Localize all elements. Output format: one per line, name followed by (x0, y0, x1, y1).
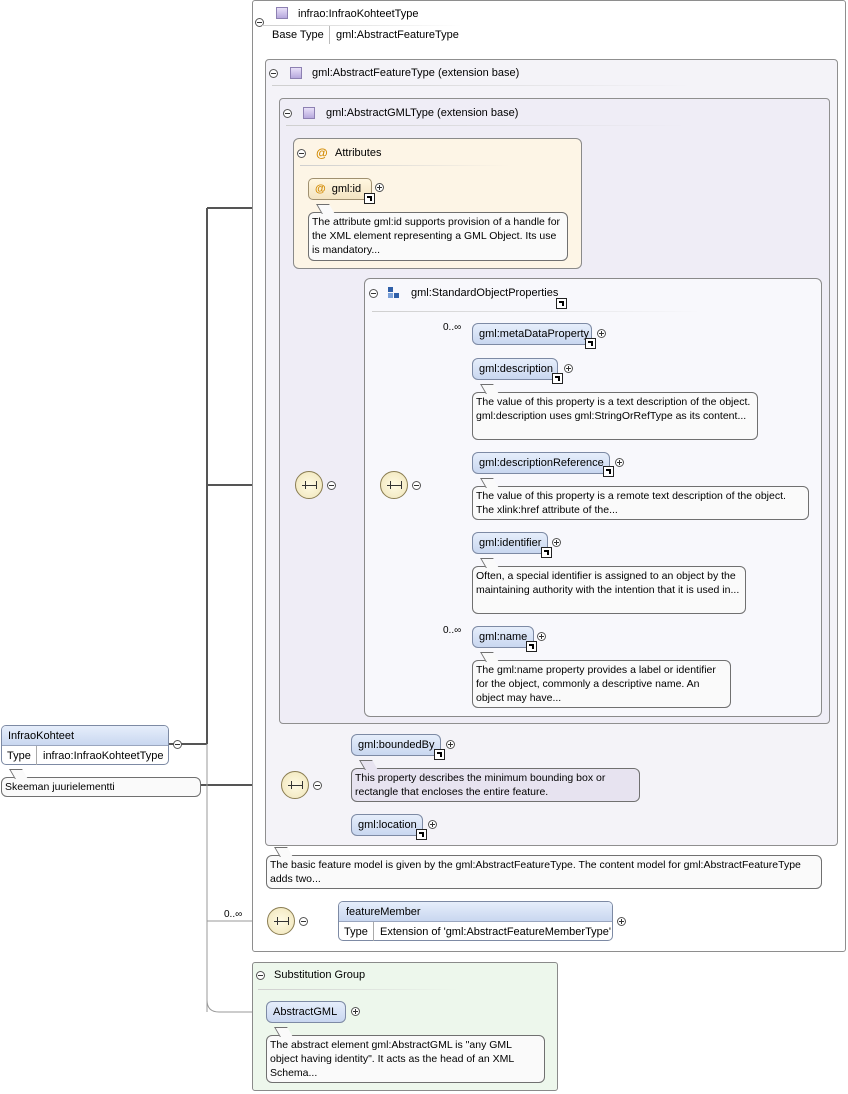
substitution-group-title: Substitution Group (274, 969, 366, 981)
root-element-name: InfraoKohteet (8, 730, 75, 742)
expand-icon[interactable] (617, 917, 626, 926)
attribute-at-icon: @ (316, 146, 328, 160)
abstract-feature-title: gml:AbstractFeatureType (extension base) (312, 67, 520, 79)
collapse-icon[interactable] (327, 481, 336, 490)
header-divider (372, 311, 702, 312)
collapse-icon[interactable] (297, 149, 306, 158)
expand-icon[interactable] (597, 329, 606, 338)
link-arrow-icon[interactable] (552, 373, 563, 384)
element-description[interactable]: gml:description (472, 358, 558, 380)
name-note: The gml:name property provides a label o… (472, 660, 731, 708)
expand-icon[interactable] (351, 1007, 360, 1016)
base-type-value: gml:AbstractFeatureType (336, 29, 459, 41)
divider (329, 26, 330, 44)
feature-member-type-value: Extension of 'gml:AbstractFeatureMemberT… (380, 926, 612, 938)
sequence-compositor-icon[interactable] (295, 471, 323, 499)
element-abstractgml[interactable]: AbstractGML (266, 1001, 346, 1023)
root-element-header (2, 726, 168, 746)
expand-icon[interactable] (375, 183, 384, 192)
link-arrow-icon[interactable] (364, 193, 375, 204)
collapse-icon[interactable] (299, 917, 308, 926)
boundedby-note: This property describes the minimum boun… (351, 768, 640, 802)
header-divider (286, 125, 686, 126)
gml-id-label: gml:id (331, 183, 362, 195)
feature-member-element[interactable]: featureMember Type Extension of 'gml:Abs… (338, 901, 613, 941)
element-identifier[interactable]: gml:identifier (472, 532, 548, 554)
element-boundedby[interactable]: gml:boundedBy (351, 734, 441, 756)
occurs-label: 0..∞ (224, 909, 243, 920)
complex-type-name: infrao:InfraoKohteetType (298, 8, 419, 20)
standard-props-title: gml:StandardObjectProperties (411, 287, 559, 299)
element-descriptionreference[interactable]: gml:descriptionReference (472, 452, 610, 474)
occurs-label: 0..∞ (443, 322, 462, 333)
collapse-icon[interactable] (283, 109, 292, 118)
group-icon (388, 287, 400, 299)
collapse-icon[interactable] (256, 971, 265, 980)
link-arrow-icon[interactable] (541, 547, 552, 558)
occurs-label: 0..∞ (443, 625, 462, 636)
header-divider (272, 85, 692, 86)
expand-icon[interactable] (552, 538, 561, 547)
root-type-label: Type (7, 750, 31, 762)
complex-type-icon (276, 7, 288, 19)
description-reference-note: The value of this property is a remote t… (472, 486, 809, 520)
attribute-at-icon: @ (315, 183, 326, 195)
root-element[interactable]: InfraoKohteet Type infrao:InfraoKohteetT… (1, 725, 169, 765)
attributes-title: Attributes (335, 147, 382, 159)
collapse-icon[interactable] (173, 740, 182, 749)
feature-member-header (339, 902, 612, 922)
expand-icon[interactable] (537, 632, 546, 641)
collapse-icon[interactable] (412, 481, 421, 490)
sequence-compositor-icon[interactable] (267, 907, 295, 935)
divider (36, 746, 37, 765)
complex-type-icon (290, 67, 302, 79)
element-metadataproperty[interactable]: gml:metaDataProperty (472, 323, 592, 345)
divider (373, 922, 374, 941)
root-type-value: infrao:InfraoKohteetType (43, 750, 164, 762)
abstract-feature-note: The basic feature model is given by the … (266, 855, 822, 889)
expand-icon[interactable] (446, 740, 455, 749)
collapse-icon[interactable] (369, 289, 378, 298)
abstract-gml-title: gml:AbstractGMLType (extension base) (326, 107, 519, 119)
description-note: The value of this property is a text des… (472, 392, 758, 440)
expand-icon[interactable] (615, 458, 624, 467)
link-arrow-icon[interactable] (556, 298, 567, 309)
element-name[interactable]: gml:name (472, 626, 534, 648)
sequence-compositor-icon[interactable] (281, 771, 309, 799)
identifier-note: Often, a special identifier is assigned … (472, 566, 746, 614)
gml-id-attribute[interactable]: @ gml:id (308, 178, 372, 200)
header-divider (300, 165, 510, 166)
expand-icon[interactable] (564, 364, 573, 373)
link-arrow-icon[interactable] (416, 829, 427, 840)
header-divider (262, 25, 462, 26)
root-note: Skeeman juurielementti (1, 777, 201, 797)
sequence-compositor-icon[interactable] (380, 471, 408, 499)
abstractgml-note: The abstract element gml:AbstractGML is … (266, 1035, 545, 1083)
complex-type-icon (303, 107, 315, 119)
feature-member-type-label: Type (344, 926, 368, 938)
expand-icon[interactable] (428, 820, 437, 829)
collapse-icon[interactable] (313, 781, 322, 790)
link-arrow-icon[interactable] (526, 641, 537, 652)
base-type-label: Base Type (272, 29, 324, 41)
collapse-icon[interactable] (269, 69, 278, 78)
link-arrow-icon[interactable] (603, 466, 614, 477)
gml-id-note: The attribute gml:id supports provision … (308, 212, 568, 261)
link-arrow-icon[interactable] (434, 749, 445, 760)
collapse-icon[interactable] (255, 18, 264, 27)
element-location[interactable]: gml:location (351, 814, 423, 836)
header-divider (258, 989, 458, 990)
feature-member-name: featureMember (346, 906, 421, 918)
link-arrow-icon[interactable] (585, 338, 596, 349)
